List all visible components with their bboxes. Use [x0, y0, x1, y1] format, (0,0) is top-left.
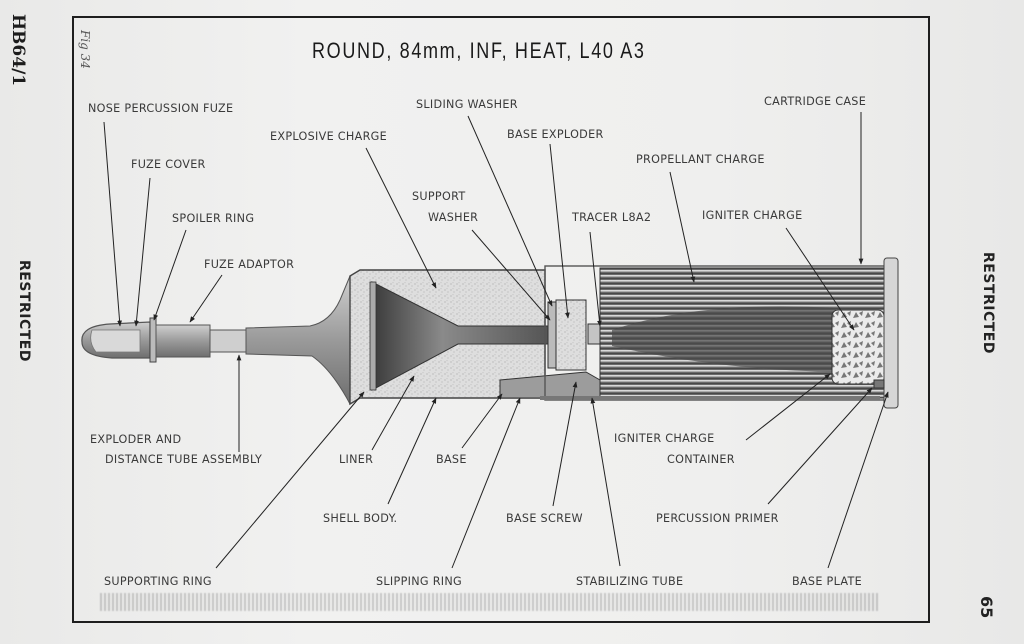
leader-spoiler-ring	[153, 229, 187, 321]
base-plate-shape	[883, 257, 899, 409]
exploder-tube-shape	[209, 329, 247, 353]
liner-rim	[369, 281, 377, 391]
sliding-washer-shape	[547, 301, 557, 369]
leader-lines	[103, 112, 889, 569]
label-cartridge-case: CARTRIDGE CASE	[764, 95, 867, 108]
leader-igniter-charge	[785, 227, 855, 331]
label-spoiler-ring: SPOILER RING	[172, 212, 255, 225]
label-tracer: TRACER L8A2	[572, 211, 652, 224]
leader-tracer	[589, 231, 602, 327]
propellant-inner-shade	[612, 306, 836, 372]
label-propellant-charge: PROPELLANT CHARGE	[636, 153, 765, 166]
leader-explosive-charge	[365, 147, 437, 289]
leader-base	[461, 393, 503, 449]
figure-title: ROUND, 84mm, INF, HEAT, L40 A3	[312, 38, 646, 63]
leader-slipping-ring	[451, 397, 521, 569]
label-supporting-ring: SUPPORTING RING	[104, 575, 212, 588]
leader-percussion-primer	[767, 387, 873, 505]
label-base-plate: BASE PLATE	[792, 575, 862, 588]
label-sliding-washer: SLIDING WASHER	[416, 98, 518, 111]
figure-frame	[72, 16, 930, 623]
leader-base-screw	[552, 381, 578, 507]
leader-nose-percussion-fuze	[103, 121, 122, 327]
base-exploder-shape	[555, 299, 587, 371]
label-shell-body: SHELL BODY.	[323, 512, 398, 525]
label-explosive-charge: EXPLOSIVE CHARGE	[270, 130, 387, 143]
label-igniter-container-line2: CONTAINER	[667, 453, 735, 466]
stabilizing-tube-shape	[540, 396, 880, 400]
spoiler-ring-shape	[149, 317, 157, 363]
label-exploder-line2: DISTANCE TUBE ASSEMBLY	[105, 453, 263, 466]
leader-shell-body	[387, 397, 437, 505]
leader-fuze-adaptor	[189, 274, 223, 323]
leader-propellant-charge	[669, 171, 696, 283]
label-percussion-primer: PERCUSSION PRIMER	[656, 512, 779, 525]
leader-fuze-cover	[134, 177, 151, 327]
leader-sliding-washer	[467, 115, 553, 307]
leader-stabilizing-tube	[590, 397, 621, 567]
label-slipping-ring: SLIPPING RING	[376, 575, 463, 588]
leader-supporting-ring	[215, 391, 365, 569]
label-base-screw: BASE SCREW	[506, 512, 583, 525]
label-support-washer-line1: SUPPORT	[412, 190, 466, 203]
label-base-exploder: BASE EXPLODER	[507, 128, 604, 141]
label-nose-percussion-fuze: NOSE PERCUSSION FUZE	[88, 102, 234, 115]
label-igniter-container-line1: IGNITER CHARGE	[614, 432, 715, 445]
probe-tube-shape	[245, 275, 351, 405]
label-igniter-charge: IGNITER CHARGE	[702, 209, 803, 222]
igniter-charge-container-shape	[831, 309, 885, 385]
fuze-cover-shape	[90, 329, 141, 353]
label-fuze-cover: FUZE COVER	[131, 158, 206, 171]
label-base: BASE	[436, 453, 467, 466]
leader-base-plate	[827, 391, 889, 569]
label-exploder-line1: EXPLODER AND	[90, 433, 182, 446]
label-stabilizing-tube: STABILIZING TUBE	[576, 575, 684, 588]
leader-base-exploder	[549, 143, 570, 319]
leader-igniter-container	[745, 373, 831, 441]
label-fuze-adaptor: FUZE ADAPTOR	[204, 258, 295, 271]
leader-liner	[371, 375, 415, 451]
bleed-through-text	[100, 593, 880, 611]
label-liner: LINER	[339, 453, 374, 466]
leader-support-washer	[471, 229, 551, 321]
fuze-adaptor-shape	[155, 324, 211, 358]
percussion-primer-shape	[873, 379, 885, 389]
label-support-washer-line2: WASHER	[428, 211, 479, 224]
